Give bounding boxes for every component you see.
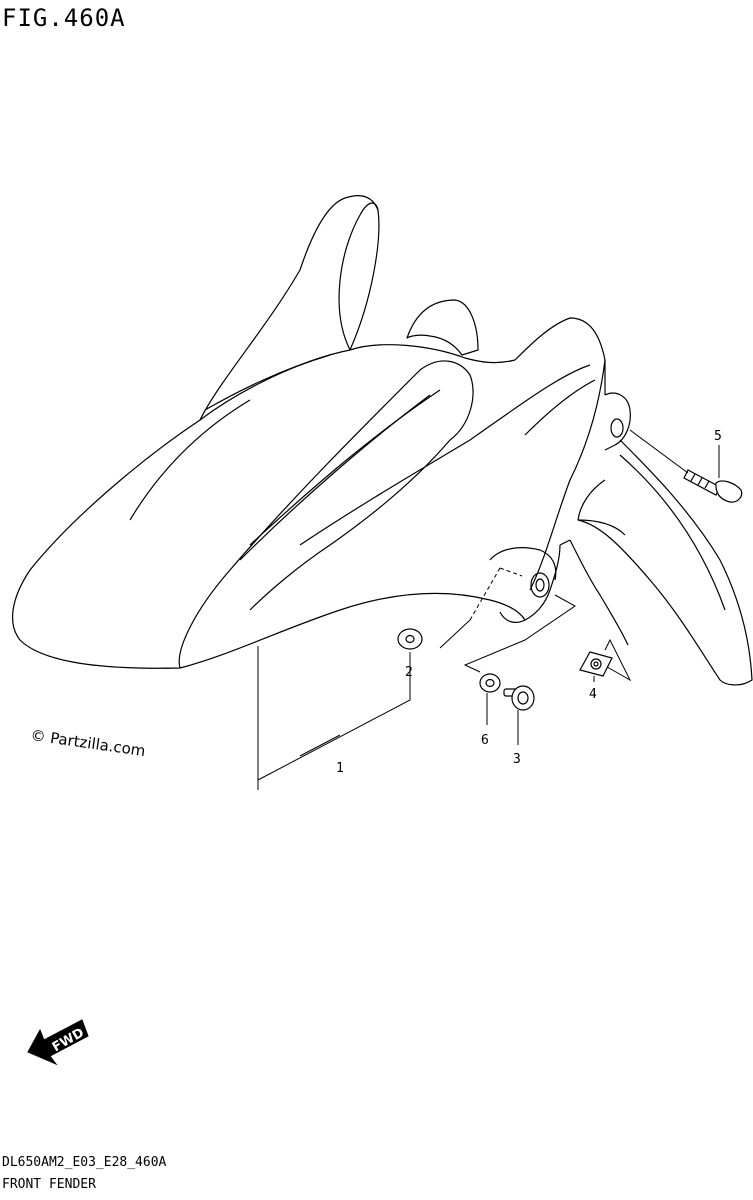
part-4-nut-clip[interactable]: [579, 651, 613, 677]
part-5-alignment-line: [629, 429, 689, 474]
figure-name: FRONT FENDER: [2, 1177, 96, 1192]
part-3-screw[interactable]: [503, 685, 535, 711]
callout-number-3[interactable]: 3: [513, 752, 521, 767]
callout-number-1[interactable]: 1: [336, 761, 344, 776]
front-fender-part[interactable]: [12, 195, 753, 686]
figure-code: DL650AM2_E03_E28_460A: [2, 1155, 167, 1170]
part-5-bolt[interactable]: [683, 469, 743, 503]
callout-number-4[interactable]: 4: [589, 687, 597, 702]
figure-title: FIG.460A: [2, 4, 126, 32]
part-6-washer[interactable]: [479, 673, 501, 693]
callout-number-5[interactable]: 5: [714, 429, 722, 444]
leader-lines: [439, 567, 632, 682]
callout-1-leader: [257, 646, 411, 790]
callout-number-6[interactable]: 6: [481, 733, 489, 748]
forward-direction-arrow-icon: FWD: [27, 1019, 89, 1066]
callout-number-2[interactable]: 2: [405, 665, 413, 680]
copyright-watermark: © Partzilla.com: [29, 726, 146, 760]
part-2-washer[interactable]: [397, 628, 423, 650]
